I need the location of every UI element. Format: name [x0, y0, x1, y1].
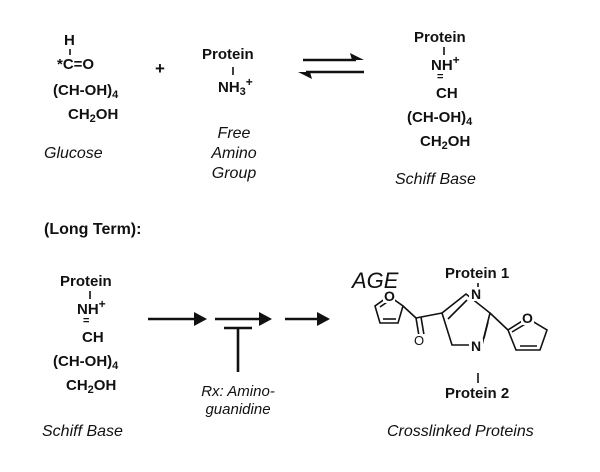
glucose-ch2oh: CH2OH	[68, 106, 119, 125]
schiff-top-ch2oh: CH2OH	[420, 133, 471, 152]
glucose-caption: Glucose	[44, 145, 103, 162]
schiff-bottom-double-bond: =	[83, 315, 90, 327]
schiff-top-protein: Protein	[414, 29, 466, 46]
schiff-top-caption: Schiff Base	[395, 171, 476, 188]
schiff-top-hydroxyl-chain: (CH-OH)4	[407, 109, 473, 128]
amino-caption-1: Free	[217, 125, 251, 142]
age-n-bottom: N	[471, 338, 482, 354]
schiff-top-ch: CH	[436, 85, 458, 102]
age-structure	[374, 292, 548, 351]
schiff-bottom-nh: NH+	[77, 297, 106, 318]
amino-protein: Protein	[202, 46, 254, 63]
age-o-left-furan: O	[384, 288, 395, 304]
schiff-bottom-protein: Protein	[60, 273, 112, 290]
schiff-top-nh: NH+	[431, 53, 460, 74]
equilibrium-arrows	[298, 53, 364, 79]
amino-caption-2: Amino	[211, 145, 257, 162]
glucose-aldehyde: *C=O	[57, 56, 95, 73]
schiff-top-double-bond: =	[437, 71, 444, 83]
age-caption: Crosslinked Proteins	[387, 423, 534, 440]
plus-sign: +	[155, 59, 165, 78]
inhibition-bar	[224, 326, 252, 372]
age-protein1: Protein 1	[445, 265, 510, 282]
inhibitor-label-2: guanidine	[205, 401, 271, 418]
long-term-arrows	[148, 312, 330, 326]
amino-caption-3: Group	[211, 165, 257, 182]
schiff-bottom-ch2oh: CH2OH	[66, 377, 117, 396]
inhibitor-label-1: Rx: Amino-	[201, 383, 275, 400]
long-term-label: (Long Term):	[44, 221, 142, 238]
left-furan-ring	[374, 295, 404, 324]
amino-nh3: NH3+	[218, 75, 253, 98]
age-label: AGE	[352, 268, 399, 293]
glucose-hydroxyl-chain: (CH-OH)4	[53, 82, 119, 101]
age-o-carbonyl: O	[414, 333, 425, 348]
age-o-right-furan: O	[522, 310, 533, 326]
schiff-bottom-hydroxyl-chain: (CH-OH)4	[53, 353, 119, 372]
glucose-h: H	[64, 32, 75, 49]
schiff-bottom-ch: CH	[82, 329, 104, 346]
age-n-top: N	[471, 286, 482, 302]
schiff-bottom-caption: Schiff Base	[42, 423, 123, 440]
age-protein2: Protein 2	[445, 385, 510, 402]
